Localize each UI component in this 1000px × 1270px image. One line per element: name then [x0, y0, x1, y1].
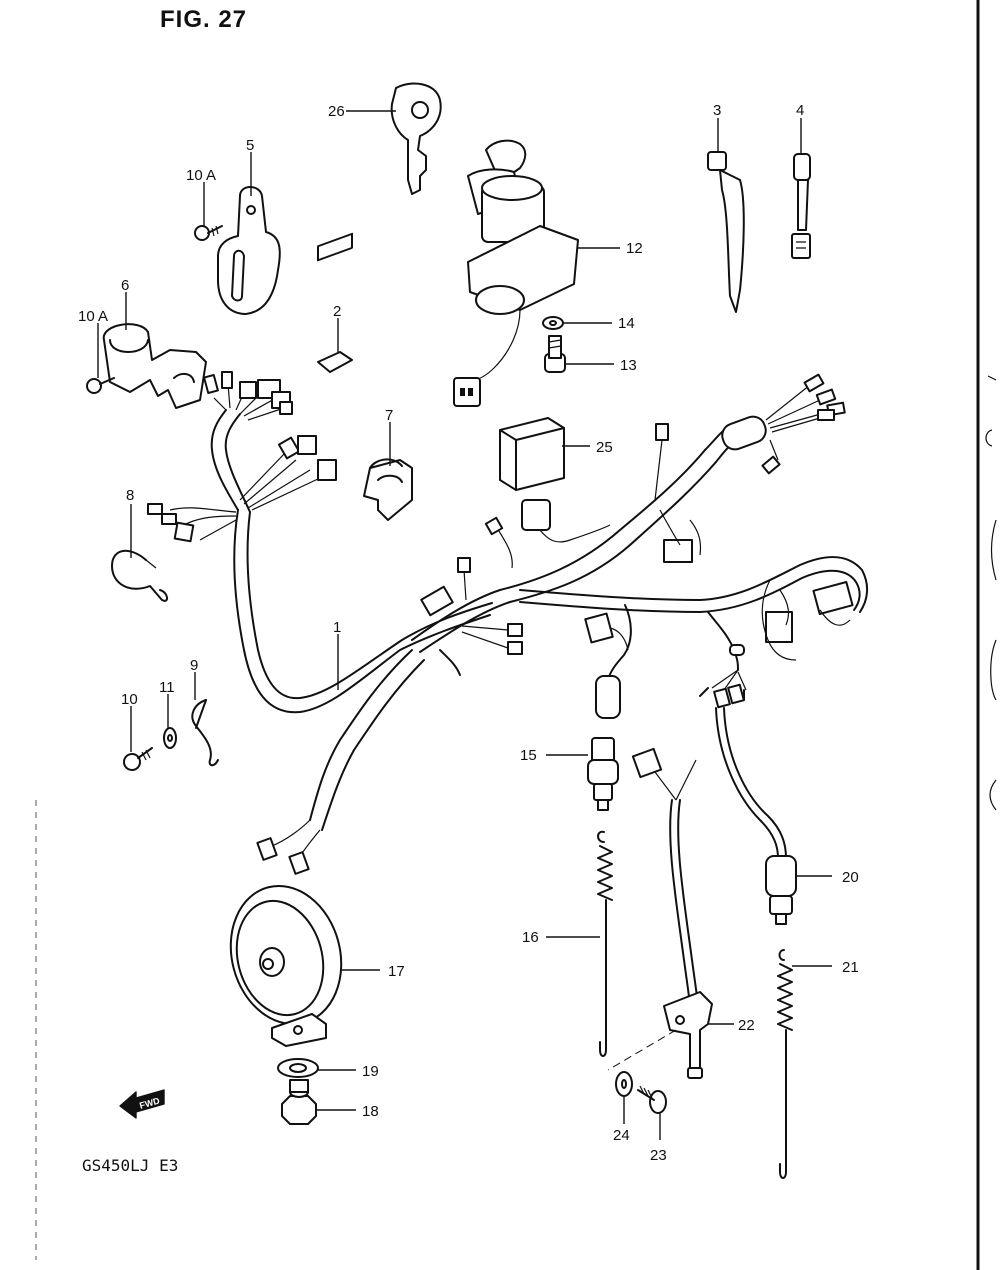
callout-9: 9 — [190, 657, 198, 674]
callout-6: 6 — [121, 277, 129, 294]
callout-3: 3 — [713, 102, 721, 119]
figure-title: FIG. 27 — [160, 6, 248, 33]
part-25-relay — [499, 417, 565, 491]
part-9-clip — [191, 699, 219, 767]
callout-labels: 26 12 14 13 25 3 4 5 10 A 6 10 A 2 7 8 1… — [78, 102, 859, 1164]
callout-10: 10 — [121, 691, 138, 708]
part-18-nut — [281, 1079, 317, 1125]
part-19-washer — [277, 1058, 319, 1078]
part-7-clamp — [363, 458, 413, 521]
callout-16: 16 — [522, 929, 539, 946]
part-23-screw — [637, 1085, 667, 1114]
callout-14: 14 — [618, 315, 635, 332]
part-12-ignition-switch — [453, 139, 579, 407]
part-17-horn — [229, 884, 343, 1047]
model-code: GS450LJ E3 — [82, 1156, 179, 1175]
callout-4: 4 — [796, 102, 804, 119]
assembly-guide-line — [607, 1029, 677, 1071]
callout-1: 1 — [333, 619, 341, 636]
callout-24: 24 — [613, 1127, 630, 1144]
part-11-washer — [163, 727, 177, 749]
part-3-cable-tie — [707, 151, 745, 313]
part-20-switch — [713, 683, 797, 925]
part-10-screw — [123, 747, 153, 771]
part-8-spring-clip — [111, 550, 168, 602]
part-22-switch — [631, 747, 713, 1079]
part-26-key — [390, 82, 442, 195]
adjacent-page-fragment — [985, 375, 997, 811]
part-24-washer — [615, 1071, 633, 1097]
part-6-bracket — [102, 323, 207, 409]
callout-20: 20 — [842, 869, 859, 886]
callout-12: 12 — [626, 240, 643, 257]
callout-10a-upper: 10 A — [186, 167, 216, 184]
forward-direction-arrow: FWD — [119, 1089, 165, 1119]
callout-19: 19 — [362, 1063, 379, 1080]
part-16-spring — [597, 830, 613, 1057]
callout-26: 26 — [328, 103, 345, 120]
part-15-switch — [587, 737, 619, 811]
part-13-screw — [544, 335, 566, 373]
callout-23: 23 — [650, 1147, 667, 1164]
callout-15: 15 — [520, 747, 537, 764]
part-5-clamp — [217, 186, 281, 315]
callout-18: 18 — [362, 1103, 379, 1120]
callout-17: 17 — [388, 963, 405, 980]
callout-2: 2 — [333, 303, 341, 320]
callout-8: 8 — [126, 487, 134, 504]
callout-22: 22 — [738, 1017, 755, 1034]
callout-13: 13 — [620, 357, 637, 374]
wiring-harness — [147, 371, 868, 875]
part-4-clamp — [791, 153, 811, 259]
part-2-fuse — [317, 232, 353, 373]
callout-5: 5 — [246, 137, 254, 154]
callout-11: 11 — [159, 679, 175, 696]
callout-7: 7 — [385, 407, 393, 424]
callout-10a-lower: 10 A — [78, 308, 108, 325]
callout-21: 21 — [842, 959, 859, 976]
part-10a-screw-lower — [86, 377, 115, 394]
callout-25: 25 — [596, 439, 613, 456]
part-21-spring — [777, 949, 793, 1179]
part-14-washer — [542, 316, 564, 330]
part-10a-screw-upper — [194, 225, 223, 241]
leader-lines — [97, 110, 832, 1140]
